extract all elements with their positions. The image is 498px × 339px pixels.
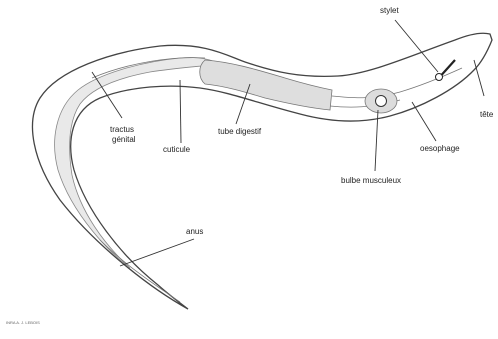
leader-oesophage [412,102,436,141]
stylet-knob [436,74,443,81]
label-cuticule: cuticule [163,145,191,154]
label-tractus-line2: génital [112,135,136,144]
label-tete: tête [480,110,494,119]
label-oesophage: oesophage [420,144,460,153]
label-bulbe-musculeux: bulbe musculeux [341,176,401,185]
label-tube-digestif: tube digestif [218,127,262,136]
label-stylet: stylet [380,6,399,15]
label-tractus-line1: tractus [110,125,134,134]
leader-anus [120,239,194,266]
leader-cuticule [180,80,181,143]
image-credit: INRA A. J. LEBOIS [6,320,40,325]
muscular-bulb-center [376,96,387,107]
leader-tete [474,60,484,96]
label-anus: anus [186,227,203,236]
